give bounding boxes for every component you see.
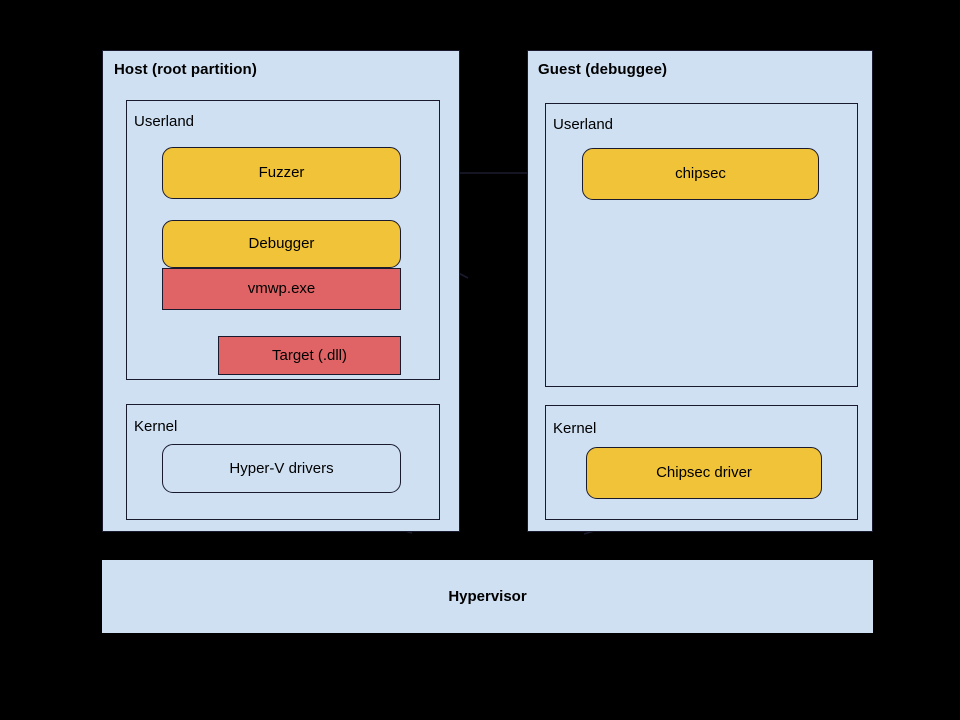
guest-userland-title: Userland bbox=[553, 116, 614, 133]
node-fuzzer[interactable]: Fuzzer bbox=[162, 147, 401, 199]
node-target-dll[interactable]: Target (.dll) bbox=[218, 336, 401, 375]
guest-kernel-title: Kernel bbox=[553, 420, 597, 437]
node-chipsec-driver[interactable]: Chipsec driver bbox=[586, 447, 822, 499]
host-userland-title: Userland bbox=[134, 113, 195, 130]
host-panel-title: Host (root partition) bbox=[114, 61, 257, 78]
guest-panel-title: Guest (debuggee) bbox=[538, 61, 668, 78]
hypervisor-bar[interactable]: Hypervisor bbox=[102, 560, 873, 633]
node-vmwp-exe[interactable]: vmwp.exe bbox=[162, 268, 401, 310]
guest-userland-box bbox=[545, 103, 858, 387]
node-hyperv-drivers[interactable]: Hyper-V drivers bbox=[162, 444, 401, 493]
node-chipsec[interactable]: chipsec bbox=[582, 148, 819, 200]
host-kernel-title: Kernel bbox=[134, 418, 178, 435]
node-debugger[interactable]: Debugger bbox=[162, 220, 401, 268]
